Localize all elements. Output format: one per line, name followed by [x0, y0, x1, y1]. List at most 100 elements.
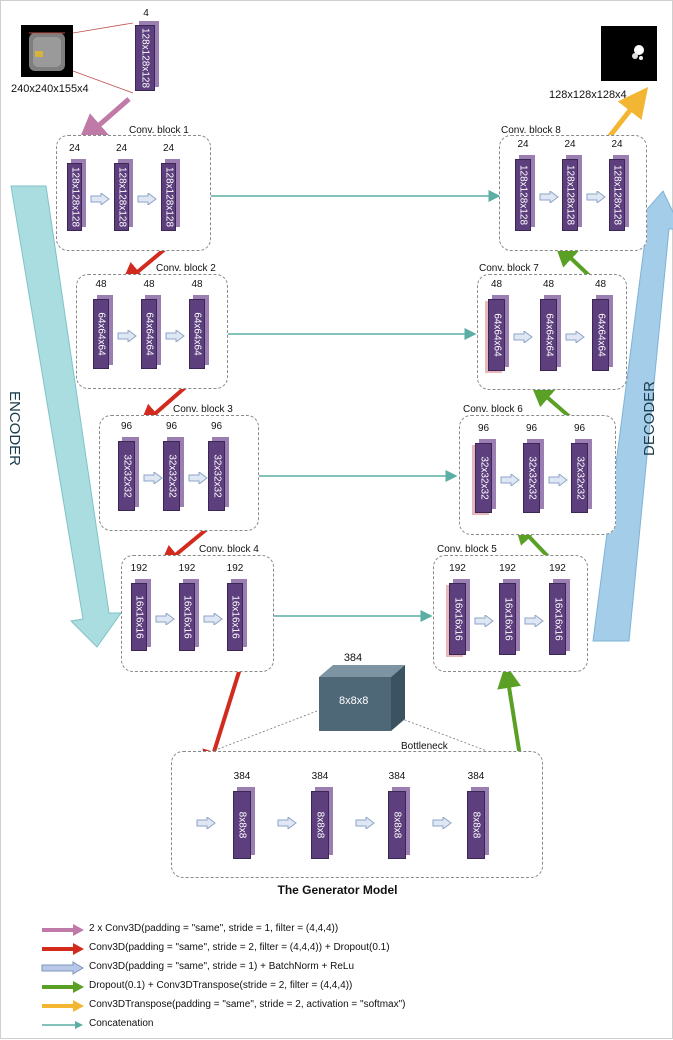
block-b4-volume-3-label: 16x16x16 — [229, 595, 241, 639]
block-b3-volume-3: 32x32x32 — [208, 437, 229, 511]
block-b2-volume-3-count: 48 — [191, 279, 203, 290]
block-b7-inner-arrow-1 — [513, 331, 533, 343]
block-b8-volume-2: 128x128x128 — [562, 155, 582, 231]
block-b4-volume-1: 16x16x16 — [131, 579, 151, 651]
block-b4-volume-2: 16x16x16 — [179, 579, 199, 651]
stem-count: 4 — [143, 8, 149, 19]
block-b1-volume-2-count: 24 — [115, 143, 128, 154]
bottleneck-volume-4-count: 384 — [467, 771, 485, 782]
block-b2-volume-2-label: 64x64x64 — [143, 312, 155, 356]
block-b5-volume-1-count: 192 — [449, 563, 466, 574]
block-b5-volume-2-label: 16x16x16 — [502, 597, 513, 641]
block-b2-volume-1-count: 48 — [95, 279, 107, 290]
block-b5-volume-3-label: 16x16x16 — [552, 597, 563, 641]
legend-item: Dropout(0.1) + Conv3DTranspose(stride = … — [41, 980, 641, 996]
block-b1-inner-arrow-1 — [90, 193, 110, 205]
conv-block-7-title: Conv. block 7 — [479, 263, 539, 274]
block-b6-volume-2: 32x32x32 — [523, 439, 544, 513]
block-b2-inner-arrow-1 — [117, 330, 137, 342]
block-b8-volume-1-count: 24 — [517, 139, 529, 150]
block-b8-volume-3-label: 128x128x128 — [611, 164, 623, 226]
bottleneck-volume-4-label: 8x8x8 — [470, 811, 482, 839]
bottleneck-volume-1-label: 8x8x8 — [236, 811, 248, 839]
legend-arrow-icon — [42, 943, 84, 955]
block-b1-volume-1: 128x128x128 — [67, 159, 86, 231]
block-b4-inner-arrow-1 — [155, 613, 175, 625]
block-b8-volume-2-label: 128x128x128 — [564, 164, 576, 226]
block-b8-volume-1-label: 128x128x128 — [517, 164, 529, 226]
figure-caption: The Generator Model — [277, 883, 398, 897]
stem-volume-label: 128x128x128 — [139, 27, 151, 89]
block-b5-volume-2-count: 192 — [499, 563, 516, 574]
block-b1-volume-3-label: 128x128x128 — [163, 166, 174, 228]
block-b6-volume-3: 32x32x32 — [571, 439, 592, 513]
legend-arrow-icon — [42, 924, 84, 936]
block-b6-volume-1-count: 96 — [477, 423, 490, 434]
block-b6-volume-3-count: 96 — [573, 423, 586, 434]
output-size-label: 128x128x128x4 — [549, 89, 627, 101]
block-b5-volume-2: 16x16x16 — [499, 579, 520, 655]
legend-text: 2 x Conv3D(padding = "same", stride = 1,… — [89, 923, 339, 934]
block-b6-volume-1-label: 32x32x32 — [478, 456, 489, 500]
block-b6-volume-2-count: 96 — [525, 423, 538, 434]
conv-block-6-title: Conv. block 6 — [463, 404, 523, 415]
block-b7-volume-1-label: 64x64x64 — [491, 313, 502, 357]
legend-arrow-icon — [42, 1021, 83, 1029]
block-b4-volume-1-label: 16x16x16 — [133, 595, 145, 639]
encoder-big-arrow — [10, 185, 122, 648]
block-b5-inner-arrow-1 — [474, 615, 494, 627]
block-b1-volume-2-label: 128x128x128 — [116, 166, 127, 228]
stem-volume: 128x128x128 — [135, 21, 159, 91]
block-b8-volume-3-count: 24 — [611, 139, 623, 150]
block-b3-inner-arrow-2 — [188, 472, 208, 484]
block-b3-volume-2: 32x32x32 — [163, 437, 184, 511]
bottleneck-volume-3: 8x8x8 — [388, 787, 410, 859]
block-b3-volume-2-label: 32x32x32 — [166, 454, 177, 498]
block-b2-volume-3: 64x64x64 — [189, 295, 209, 369]
legend-arrow-icon — [42, 1000, 84, 1012]
bottleneck-volume-1-count: 384 — [233, 771, 251, 782]
conv-block-5-title: Conv. block 5 — [437, 544, 497, 555]
legend-item: Concatenation — [41, 1018, 641, 1034]
input-connector-bottom — [72, 70, 134, 94]
legend-item: Conv3D(padding = "same", stride = 2, fil… — [41, 942, 641, 958]
legend-text: Conv3DTranspose(padding = "same", stride… — [89, 999, 406, 1010]
bottleneck-volume-4: 8x8x8 — [467, 787, 489, 859]
input-mri-image — [21, 25, 73, 77]
output-arrow — [604, 87, 649, 143]
bottleneck-inner-arrow-1 — [277, 817, 297, 829]
input-size-label: 240x240x155x4 — [11, 83, 89, 95]
block-b4-volume-3: 16x16x16 — [227, 579, 247, 651]
block-b2-volume-2-count: 48 — [143, 279, 155, 290]
big-cube-dims: 8x8x8 — [339, 695, 369, 707]
block-b7-volume-2-label: 64x64x64 — [543, 313, 554, 357]
block-b4-inner-arrow-2 — [203, 613, 223, 625]
bottleneck-inner-arrow-3 — [432, 817, 452, 829]
block-b7-volume-2-count: 48 — [542, 279, 555, 290]
legend-item: Conv3DTranspose(padding = "same", stride… — [41, 999, 641, 1015]
block-b8-inner-arrow-1 — [539, 191, 559, 203]
legend-text: Dropout(0.1) + Conv3DTranspose(stride = … — [89, 980, 353, 991]
block-b8-volume-1: 128x128x128 — [515, 155, 535, 231]
block-b4-volume-1-count: 192 — [130, 563, 148, 574]
block-b3-volume-2-count: 96 — [165, 421, 178, 432]
block-b5-volume-1-label: 16x16x16 — [452, 597, 463, 641]
legend-text: Concatenation — [89, 1018, 154, 1029]
block-b3-volume-1-label: 32x32x32 — [121, 454, 132, 498]
block-b7-volume-3-count: 48 — [594, 279, 607, 290]
block-b8-volume-3: 128x128x128 — [609, 155, 629, 231]
legend-arrow-icon — [42, 981, 84, 993]
bottleneck-volume-2-count: 384 — [311, 771, 329, 782]
block-b3-volume-1-count: 96 — [120, 421, 133, 432]
block-b6-inner-arrow-2 — [548, 474, 568, 486]
decoder-label: DECODER — [641, 380, 658, 456]
legend-arrow-icon — [41, 961, 84, 975]
block-b1-volume-1-label: 128x128x128 — [69, 166, 80, 228]
legend-text: Conv3D(padding = "same", stride = 2, fil… — [89, 942, 390, 953]
bottleneck-input-arrow — [196, 817, 216, 829]
block-b8-inner-arrow-2 — [586, 191, 606, 203]
block-b3-volume-1: 32x32x32 — [118, 437, 139, 511]
block-b6-volume-2-label: 32x32x32 — [526, 456, 537, 500]
bottleneck-projection-left — [212, 710, 318, 752]
